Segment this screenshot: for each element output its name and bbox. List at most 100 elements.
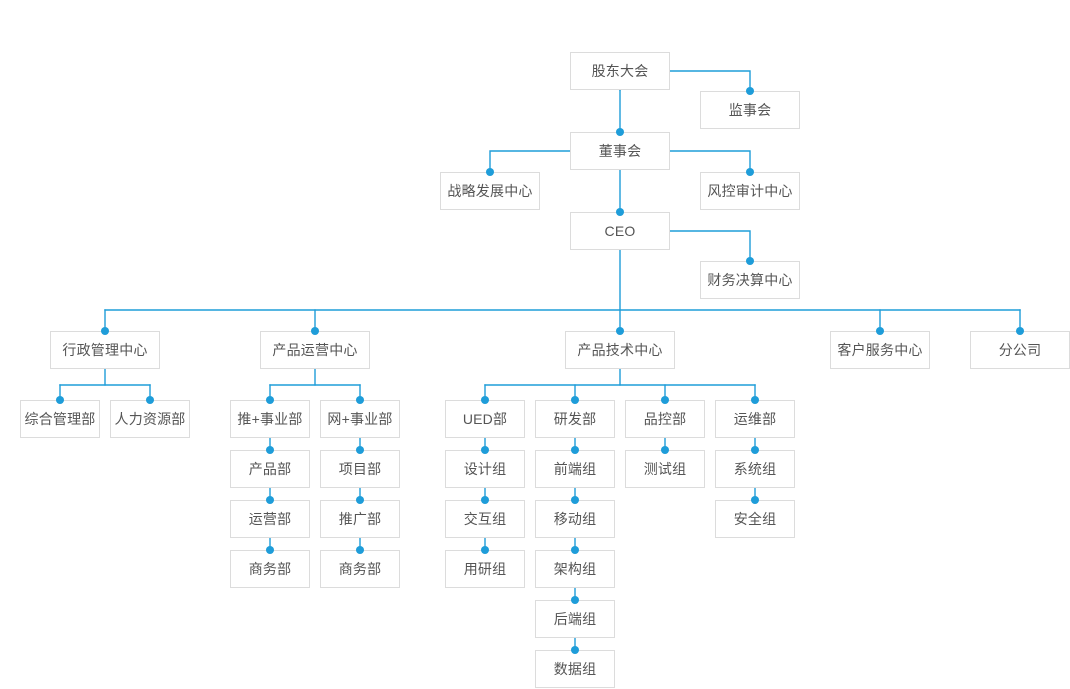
org-node-design-group[interactable]: 设计组 xyxy=(445,450,525,488)
org-node-label: UED部 xyxy=(462,411,508,427)
connector-dot-qa-dept xyxy=(661,396,669,404)
connector-dot-business-dept-1 xyxy=(266,546,274,554)
connector-dot-ued-dept xyxy=(481,396,489,404)
org-node-label: 架构组 xyxy=(553,561,597,577)
connector-dot-userresearch xyxy=(481,546,489,554)
org-node-risk-audit[interactable]: 风控审计中心 xyxy=(700,172,800,210)
org-node-label: 商务部 xyxy=(338,561,382,577)
connector-dot-test-group xyxy=(661,446,669,454)
org-node-tech-center[interactable]: 产品技术中心 xyxy=(565,331,675,369)
org-node-prodops-center[interactable]: 产品运营中心 xyxy=(260,331,370,369)
org-node-label: 后端组 xyxy=(553,611,597,627)
org-node-label: 推+事业部 xyxy=(237,411,303,427)
org-node-project-dept[interactable]: 项目部 xyxy=(320,450,400,488)
org-node-shareholders[interactable]: 股东大会 xyxy=(570,52,670,90)
connector-dot-backend-group xyxy=(571,596,579,604)
connector-dot-strategy xyxy=(486,168,494,176)
org-node-label: 财务决算中心 xyxy=(707,272,793,288)
org-node-hr[interactable]: 人力资源部 xyxy=(110,400,190,438)
org-node-data-group[interactable]: 数据组 xyxy=(535,650,615,688)
org-node-service-center[interactable]: 客户服务中心 xyxy=(830,331,930,369)
org-node-label: CEO xyxy=(604,223,636,239)
org-node-label: 运营部 xyxy=(248,511,292,527)
org-node-system-group[interactable]: 系统组 xyxy=(715,450,795,488)
org-node-security-group[interactable]: 安全组 xyxy=(715,500,795,538)
connector-dot-supervisory xyxy=(746,87,754,95)
connector-dot-arch-group xyxy=(571,546,579,554)
connector-dot-rd-dept xyxy=(571,396,579,404)
org-node-admin-center[interactable]: 行政管理中心 xyxy=(50,331,160,369)
org-node-label: 监事会 xyxy=(728,102,772,118)
connector-dot-business-dept-2 xyxy=(356,546,364,554)
connector-dot-tui-bu xyxy=(266,396,274,404)
connector-dot-system-group xyxy=(751,446,759,454)
org-node-frontend-group[interactable]: 前端组 xyxy=(535,450,615,488)
org-node-label: 人力资源部 xyxy=(114,411,186,427)
connector-dot-ops-dept xyxy=(751,396,759,404)
org-node-backend-group[interactable]: 后端组 xyxy=(535,600,615,638)
org-node-qa-dept[interactable]: 品控部 xyxy=(625,400,705,438)
org-node-arch-group[interactable]: 架构组 xyxy=(535,550,615,588)
org-node-ued-dept[interactable]: UED部 xyxy=(445,400,525,438)
org-node-label: 系统组 xyxy=(733,461,777,477)
org-node-label: 推广部 xyxy=(338,511,382,527)
org-node-label: 分公司 xyxy=(998,342,1042,358)
org-node-product-dept[interactable]: 产品部 xyxy=(230,450,310,488)
connector-dot-wang-bu xyxy=(356,396,364,404)
connector-dot-tech-center xyxy=(616,327,624,335)
org-node-label: 产品运营中心 xyxy=(272,342,358,358)
org-node-label: 产品技术中心 xyxy=(577,342,663,358)
org-node-general-mgmt[interactable]: 综合管理部 xyxy=(20,400,100,438)
org-node-label: 前端组 xyxy=(553,461,597,477)
org-node-label: 网+事业部 xyxy=(327,411,393,427)
org-node-label: 战略发展中心 xyxy=(447,183,533,199)
connector-dot-security-group xyxy=(751,496,759,504)
org-node-label: 数据组 xyxy=(553,661,597,677)
org-node-label: 品控部 xyxy=(643,411,687,427)
org-node-promo-dept[interactable]: 推广部 xyxy=(320,500,400,538)
org-node-ops-dept[interactable]: 运维部 xyxy=(715,400,795,438)
org-node-ceo[interactable]: CEO xyxy=(570,212,670,250)
org-node-label: 产品部 xyxy=(248,461,292,477)
org-node-supervisory[interactable]: 监事会 xyxy=(700,91,800,129)
org-node-business-dept-1[interactable]: 商务部 xyxy=(230,550,310,588)
org-node-interaction-grp[interactable]: 交互组 xyxy=(445,500,525,538)
org-node-label: 移动组 xyxy=(553,511,597,527)
connector-dot-data-group xyxy=(571,646,579,654)
connector-dot-hr xyxy=(146,396,154,404)
connector-dot-finance xyxy=(746,257,754,265)
connector-dot-general-mgmt xyxy=(56,396,64,404)
org-node-test-group[interactable]: 测试组 xyxy=(625,450,705,488)
org-node-label: 股东大会 xyxy=(591,63,649,79)
org-node-label: 用研组 xyxy=(463,561,507,577)
org-node-label: 行政管理中心 xyxy=(62,342,148,358)
org-node-label: 设计组 xyxy=(463,461,507,477)
org-node-label: 研发部 xyxy=(553,411,597,427)
org-node-board[interactable]: 董事会 xyxy=(570,132,670,170)
org-node-label: 商务部 xyxy=(248,561,292,577)
org-node-label: 董事会 xyxy=(598,143,642,159)
org-node-finance[interactable]: 财务决算中心 xyxy=(700,261,800,299)
org-node-label: 安全组 xyxy=(733,511,777,527)
org-node-strategy[interactable]: 战略发展中心 xyxy=(440,172,540,210)
connector-dot-admin-center xyxy=(101,327,109,335)
org-node-mobile-group[interactable]: 移动组 xyxy=(535,500,615,538)
connector-dot-board xyxy=(616,128,624,136)
connector-dot-prodops-center xyxy=(311,327,319,335)
org-node-label: 客户服务中心 xyxy=(837,342,923,358)
org-node-userresearch[interactable]: 用研组 xyxy=(445,550,525,588)
org-node-rd-dept[interactable]: 研发部 xyxy=(535,400,615,438)
org-node-business-dept-2[interactable]: 商务部 xyxy=(320,550,400,588)
org-node-label: 风控审计中心 xyxy=(707,183,793,199)
connector-dot-ceo xyxy=(616,208,624,216)
connector-dot-frontend-group xyxy=(571,446,579,454)
org-node-wang-bu[interactable]: 网+事业部 xyxy=(320,400,400,438)
connector-dot-project-dept xyxy=(356,446,364,454)
org-node-label: 交互组 xyxy=(463,511,507,527)
org-node-branch[interactable]: 分公司 xyxy=(970,331,1070,369)
org-node-label: 综合管理部 xyxy=(24,411,96,427)
org-node-operations-dept[interactable]: 运营部 xyxy=(230,500,310,538)
connector-dot-product-dept xyxy=(266,446,274,454)
connector-dot-mobile-group xyxy=(571,496,579,504)
org-node-tui-bu[interactable]: 推+事业部 xyxy=(230,400,310,438)
